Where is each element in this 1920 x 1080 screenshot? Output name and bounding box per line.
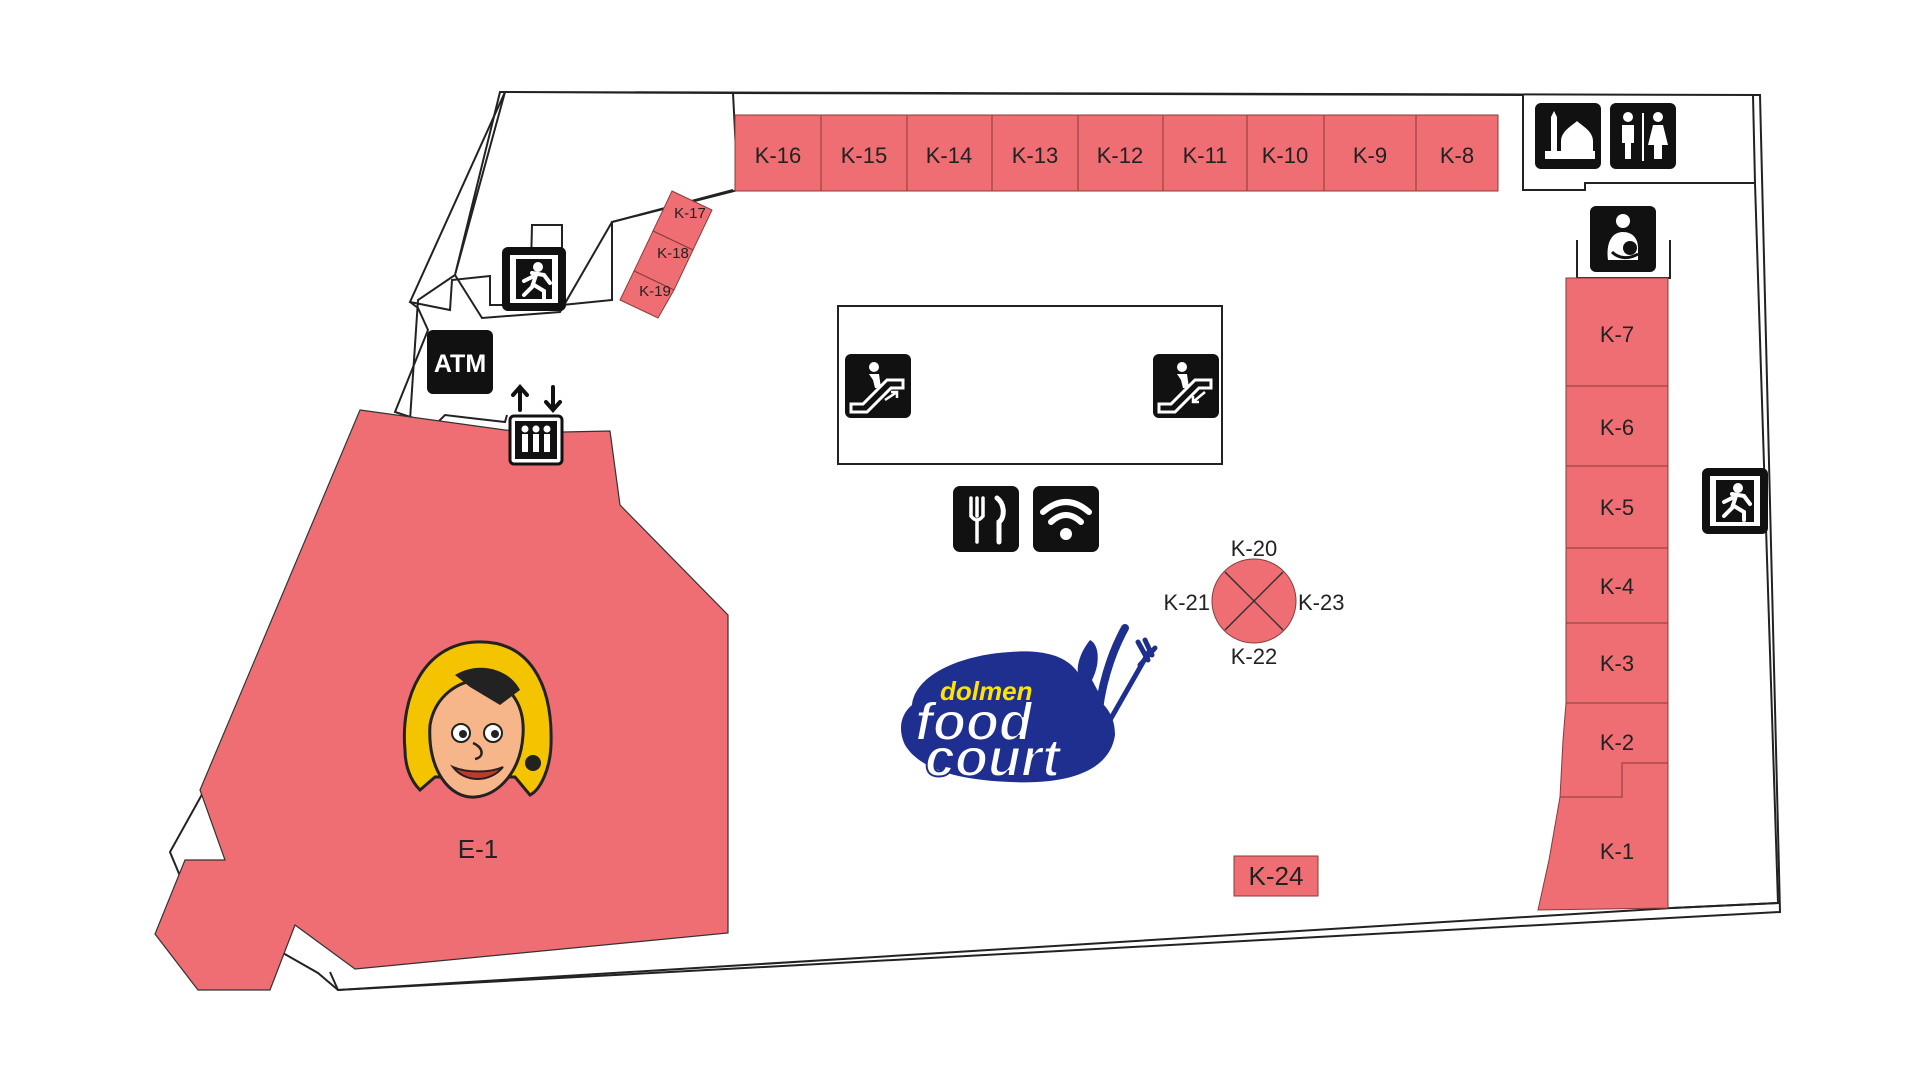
unit-k22-label: K-22: [1231, 644, 1277, 669]
unit-k15[interactable]: [820, 114, 908, 192]
unit-k11-label: K-11: [1183, 143, 1228, 168]
unit-k10[interactable]: [1246, 114, 1325, 192]
unit-k24-label: K-24: [1249, 861, 1304, 891]
elevator-icon[interactable]: [508, 383, 564, 466]
wall-south: [329, 902, 1779, 992]
right-column-units: K-7 K-6 K-5 K-4 K-3 K-2 K-1: [1537, 277, 1669, 911]
atm-label: ATM: [434, 350, 486, 378]
logo-dolmen: dolmen: [940, 676, 1032, 706]
unit-k19-label: K-19: [639, 283, 671, 300]
unit-k18-label: K-18: [657, 245, 689, 262]
unit-k6[interactable]: [1565, 385, 1669, 467]
emergency-exit-icon[interactable]: [502, 247, 566, 311]
emergency-exit-right-icon[interactable]: [1702, 468, 1768, 534]
unit-k9-label: K-9: [1353, 143, 1387, 168]
unit-k1-label: K-1: [1600, 839, 1634, 864]
unit-k12-label: K-12: [1097, 143, 1143, 168]
unit-k8[interactable]: [1415, 114, 1499, 192]
baby-care-icon[interactable]: [1590, 206, 1656, 272]
unit-e1-label: E-1: [458, 834, 498, 864]
restroom-icon[interactable]: [1610, 103, 1676, 169]
unit-k7[interactable]: [1565, 277, 1669, 387]
cutlery-icon: [1077, 624, 1158, 724]
unit-k7-label: K-7: [1600, 322, 1634, 347]
unit-k13-label: K-13: [1012, 143, 1058, 168]
mascot-icon: [402, 640, 553, 799]
logo-backdrop: [900, 651, 1115, 783]
unit-k9[interactable]: [1323, 114, 1417, 192]
unit-k6-label: K-6: [1600, 415, 1634, 440]
atm-icon[interactable]: ATM: [427, 330, 493, 394]
unit-k10-label: K-10: [1262, 143, 1308, 168]
diagonal-units: K-17 K-18 K-19: [619, 190, 713, 319]
logo-court: court: [925, 728, 1062, 788]
unit-k5-label: K-5: [1600, 495, 1634, 520]
unit-k19[interactable]: [619, 270, 675, 319]
escalator-down-icon[interactable]: [1153, 354, 1219, 418]
wifi-icon[interactable]: [1033, 486, 1099, 552]
escalator-up-icon[interactable]: [845, 354, 911, 418]
fork-knife-icon[interactable]: [953, 486, 1019, 552]
mosque-icon[interactable]: [1535, 103, 1601, 169]
unit-k20-label: K-20: [1231, 536, 1277, 561]
unit-k5[interactable]: [1565, 465, 1669, 549]
food-court-logo: dolmen food court: [900, 624, 1158, 789]
unit-k23-label: K-23: [1298, 590, 1344, 615]
unit-k13[interactable]: [991, 114, 1079, 192]
logo-food: food: [915, 692, 1033, 752]
unit-k11[interactable]: [1162, 114, 1248, 192]
unit-k16-label: K-16: [755, 143, 801, 168]
unit-k16[interactable]: [734, 114, 822, 192]
unit-k17-label: K-17: [674, 205, 706, 222]
unit-k21-label: K-21: [1164, 590, 1210, 615]
unit-k3-label: K-3: [1600, 651, 1634, 676]
unit-k15-label: K-15: [841, 143, 887, 168]
unit-k2-label: K-2: [1600, 730, 1634, 755]
top-row-units: K-16 K-15 K-14 K-13 K-12 K-11 K-10 K-9 K…: [734, 114, 1499, 192]
kiosk-cluster: K-20 K-21 K-23 K-22: [1164, 536, 1345, 669]
unit-k4-label: K-4: [1600, 574, 1634, 599]
unit-k8-label: K-8: [1440, 143, 1474, 168]
unit-k14-label: K-14: [926, 143, 972, 168]
unit-k14[interactable]: [906, 114, 993, 192]
unit-k3[interactable]: [1565, 622, 1669, 704]
unit-k1[interactable]: [1537, 762, 1669, 911]
unit-k24[interactable]: [1233, 855, 1319, 897]
unit-k4[interactable]: [1565, 547, 1669, 624]
